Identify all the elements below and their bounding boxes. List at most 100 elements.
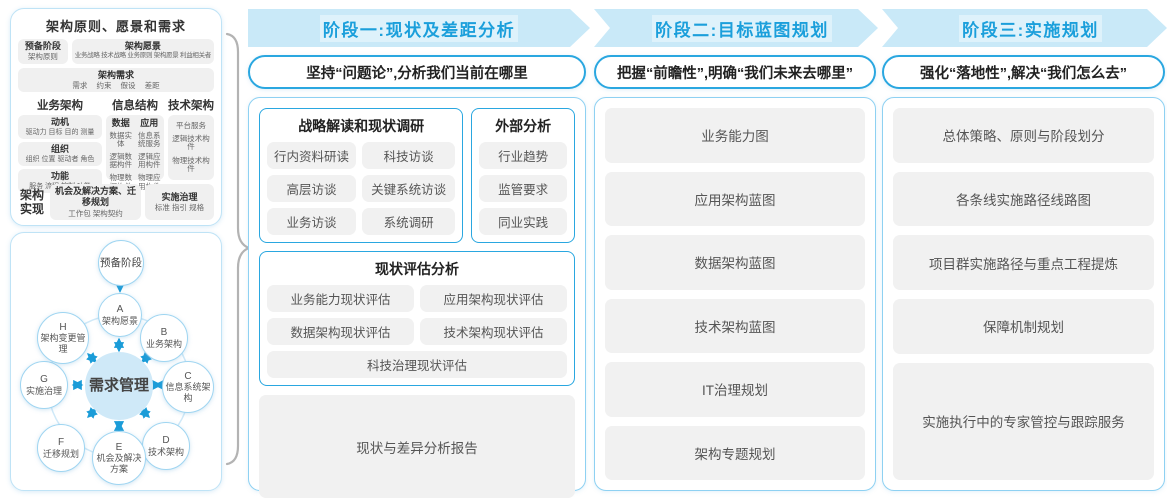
list-item: IT治理规划 (605, 362, 865, 417)
list-item: 数据架构蓝图 (605, 235, 865, 290)
application-item: 信息系统服务 (138, 130, 161, 149)
adm-node-g: G 实施治理 (20, 361, 68, 409)
opportunities-migration-title: 机会及解决方案、迁移规划 (55, 186, 137, 208)
arch-requirements-body: 需求 约束 假设 差距 (72, 80, 160, 90)
application-item: 逻辑应用构件 (138, 151, 161, 170)
list-item: 同业实践 (479, 208, 567, 235)
adm-node-label: 架构愿景 (101, 315, 138, 326)
adm-prep-label: 预备阶段 (100, 256, 142, 269)
list-item: 技术架构蓝图 (605, 298, 865, 353)
adm-node-label: 技术架构 (147, 446, 184, 457)
adm-node-a: A 架构愿景 (98, 293, 142, 337)
tech-item: 逻辑技术构件 (172, 133, 210, 152)
technical-arch-heading: 技术架构 (168, 100, 214, 113)
gap-analysis-report-box: 现状与差异分析报告 (259, 395, 575, 498)
list-item: 监管要求 (479, 175, 567, 202)
list-item: 行业趋势 (479, 142, 567, 169)
list-item: 科技访谈 (361, 142, 456, 169)
opportunities-migration-box: 机会及解决方案、迁移规划 工作包 架构契约 (50, 184, 142, 220)
adm-node-letter: C (184, 370, 192, 382)
adm-node-h: H 架构变更管理 (37, 312, 89, 364)
phase-3-banner: 阶段三:实施规划 (882, 9, 1167, 47)
adm-node-label: 信息系统架构 (165, 382, 211, 403)
panel-title: 架构原则、愿景和需求 (45, 19, 186, 34)
technical-arch-box: 平台服务 逻辑技术构件 物理技术构件 (168, 115, 214, 181)
current-state-assessment-title: 现状评估分析 (375, 261, 459, 277)
list-item: 技术架构现状评估 (420, 318, 567, 345)
business-arch-column: 动机 驱动力 目标 目的 测量 组织 组织 位置 驱动者 角色 功能 服务 流程… (18, 115, 102, 194)
function-title: 功能 (50, 171, 69, 182)
adm-node-requirements-management: 需求管理 (85, 352, 153, 420)
external-analysis-title: 外部分析 (495, 118, 552, 134)
list-item: 科技治理现状评估 (267, 351, 567, 378)
organization-title: 组织 (50, 144, 69, 155)
implementation-governance-body: 标准 指引 规格 (154, 203, 205, 212)
strategy-research-box: 战略解读和现状调研 行内资料研读 科技访谈 高层访谈 关键系统访谈 业务访谈 系… (259, 108, 464, 243)
opportunities-migration-body: 工作包 架构契约 (68, 208, 123, 218)
list-item: 行内资料研读 (267, 142, 356, 169)
adm-node-letter: H (59, 321, 67, 333)
list-item: 高层访谈 (267, 175, 356, 202)
implementation-governance-title: 实施治理 (161, 191, 198, 202)
tech-item: 物理技术构件 (172, 155, 210, 174)
arch-vision-title: 架构愿景 (124, 41, 161, 51)
prep-phase-box: 预备阶段 架构原则 (18, 39, 68, 64)
adm-node-preparation: 预备阶段 (98, 240, 144, 286)
list-item: 总体策略、原则与阶段划分 (893, 108, 1154, 163)
motivation-box: 动机 驱动力 目标 目的 测量 (18, 115, 102, 140)
phase-2-content: 业务能力图 应用架构蓝图 数据架构蓝图 技术架构蓝图 IT治理规划 架构专题规划 (594, 97, 876, 491)
list-item: 业务能力图 (605, 108, 865, 163)
phase-2-subtitle: 把握“前瞻性”,明确“我们未来去哪里” (594, 55, 876, 89)
information-structure-column: 数据 数据实体 逻辑数据构件 物理数据构件 应用 信息系统服务 逻辑应用构件 物… (106, 115, 164, 191)
organization-body: 组织 位置 驱动者 角色 (25, 155, 95, 163)
information-structure-box: 数据 数据实体 逻辑数据构件 物理数据构件 应用 信息系统服务 逻辑应用构件 物… (106, 115, 164, 191)
adm-center-label: 需求管理 (88, 377, 149, 394)
data-title: 数据 (111, 118, 130, 129)
phase-2-banner: 阶段二:目标蓝图规划 (594, 9, 878, 47)
adm-node-label: 架构变更管理 (40, 333, 86, 354)
organization-box: 组织 组织 位置 驱动者 角色 (18, 142, 102, 167)
external-analysis-box: 外部分析 行业趋势 监管要求 同业实践 (471, 108, 575, 243)
adm-node-letter: D (162, 435, 170, 447)
business-arch-heading: 业务架构 (37, 100, 83, 113)
list-item: 系统调研 (361, 208, 456, 235)
list-item: 架构专题规划 (605, 425, 865, 480)
adm-cycle-panel: 预备阶段 需求管理 A 架构愿景 B 业务架构 C 信息系统架构 D 技术架构 … (10, 232, 222, 491)
phase-1-banner: 阶段一:现状及差距分析 (248, 9, 590, 47)
prep-phase-title: 预备阶段 (24, 41, 61, 51)
phase-3-content: 总体策略、原则与阶段划分 各条线实施路径线路图 项目群实施路径与重点工程提炼 保… (882, 97, 1165, 491)
data-item: 数据实体 (109, 130, 133, 149)
arch-requirements-title: 架构需求 (97, 69, 134, 80)
list-item: 各条线实施路径线路图 (893, 171, 1154, 227)
phase-1-content: 战略解读和现状调研 行内资料研读 科技访谈 高层访谈 关键系统访谈 业务访谈 系… (248, 97, 586, 498)
motivation-title: 动机 (50, 117, 69, 128)
adm-node-letter: F (57, 437, 65, 449)
current-state-assessment-box: 现状评估分析 业务能力现状评估 应用架构现状评估 数据架构现状评估 技术架构现状… (259, 251, 575, 386)
list-item: 数据架构现状评估 (267, 318, 414, 345)
prep-phase-body: 架构原则 (27, 52, 58, 62)
list-item: 保障机制规划 (893, 298, 1154, 354)
arch-vision-box: 架构愿景 业务战略 技术战略 业务原则 架构愿景 利益相关者 (71, 39, 214, 64)
data-item: 逻辑数据构件 (109, 151, 133, 170)
adm-node-f: F 迁移规划 (37, 424, 85, 472)
adm-node-label: 业务架构 (145, 338, 182, 349)
phase-3-subtitle: 强化“落地性”,解决“我们怎么去” (882, 55, 1165, 89)
list-item: 项目群实施路径与重点工程提炼 (893, 235, 1154, 290)
adm-node-letter: B (160, 327, 168, 339)
adm-node-label: 实施治理 (25, 385, 62, 396)
adm-node-b: B 业务架构 (140, 314, 188, 362)
adm-node-label: 机会及解决方案 (96, 453, 142, 474)
adm-node-d: D 技术架构 (142, 422, 190, 470)
list-item: 应用架构现状评估 (420, 285, 567, 312)
list-item: 业务访谈 (267, 208, 356, 235)
data-subcolumn: 数据 数据实体 逻辑数据构件 物理数据构件 (108, 118, 134, 190)
adm-node-letter: A (116, 304, 124, 316)
architecture-principles-panel: 架构原则、愿景和需求 预备阶段 架构原则 架构愿景 业务战略 技术战略 业务原则… (10, 8, 222, 226)
adm-node-label: 迁移规划 (42, 448, 79, 459)
adm-node-letter: E (115, 441, 123, 453)
phase-3-banner-label: 阶段三:实施规划 (959, 15, 1102, 42)
adm-node-e: E 机会及解决方案 (92, 431, 146, 485)
arch-vision-body: 业务战略 技术战略 业务原则 架构愿景 利益相关者 (74, 52, 212, 60)
application-subcolumn: 应用 信息系统服务 逻辑应用构件 物理应用构件 (137, 118, 163, 190)
list-item: 关键系统访谈 (361, 175, 456, 202)
